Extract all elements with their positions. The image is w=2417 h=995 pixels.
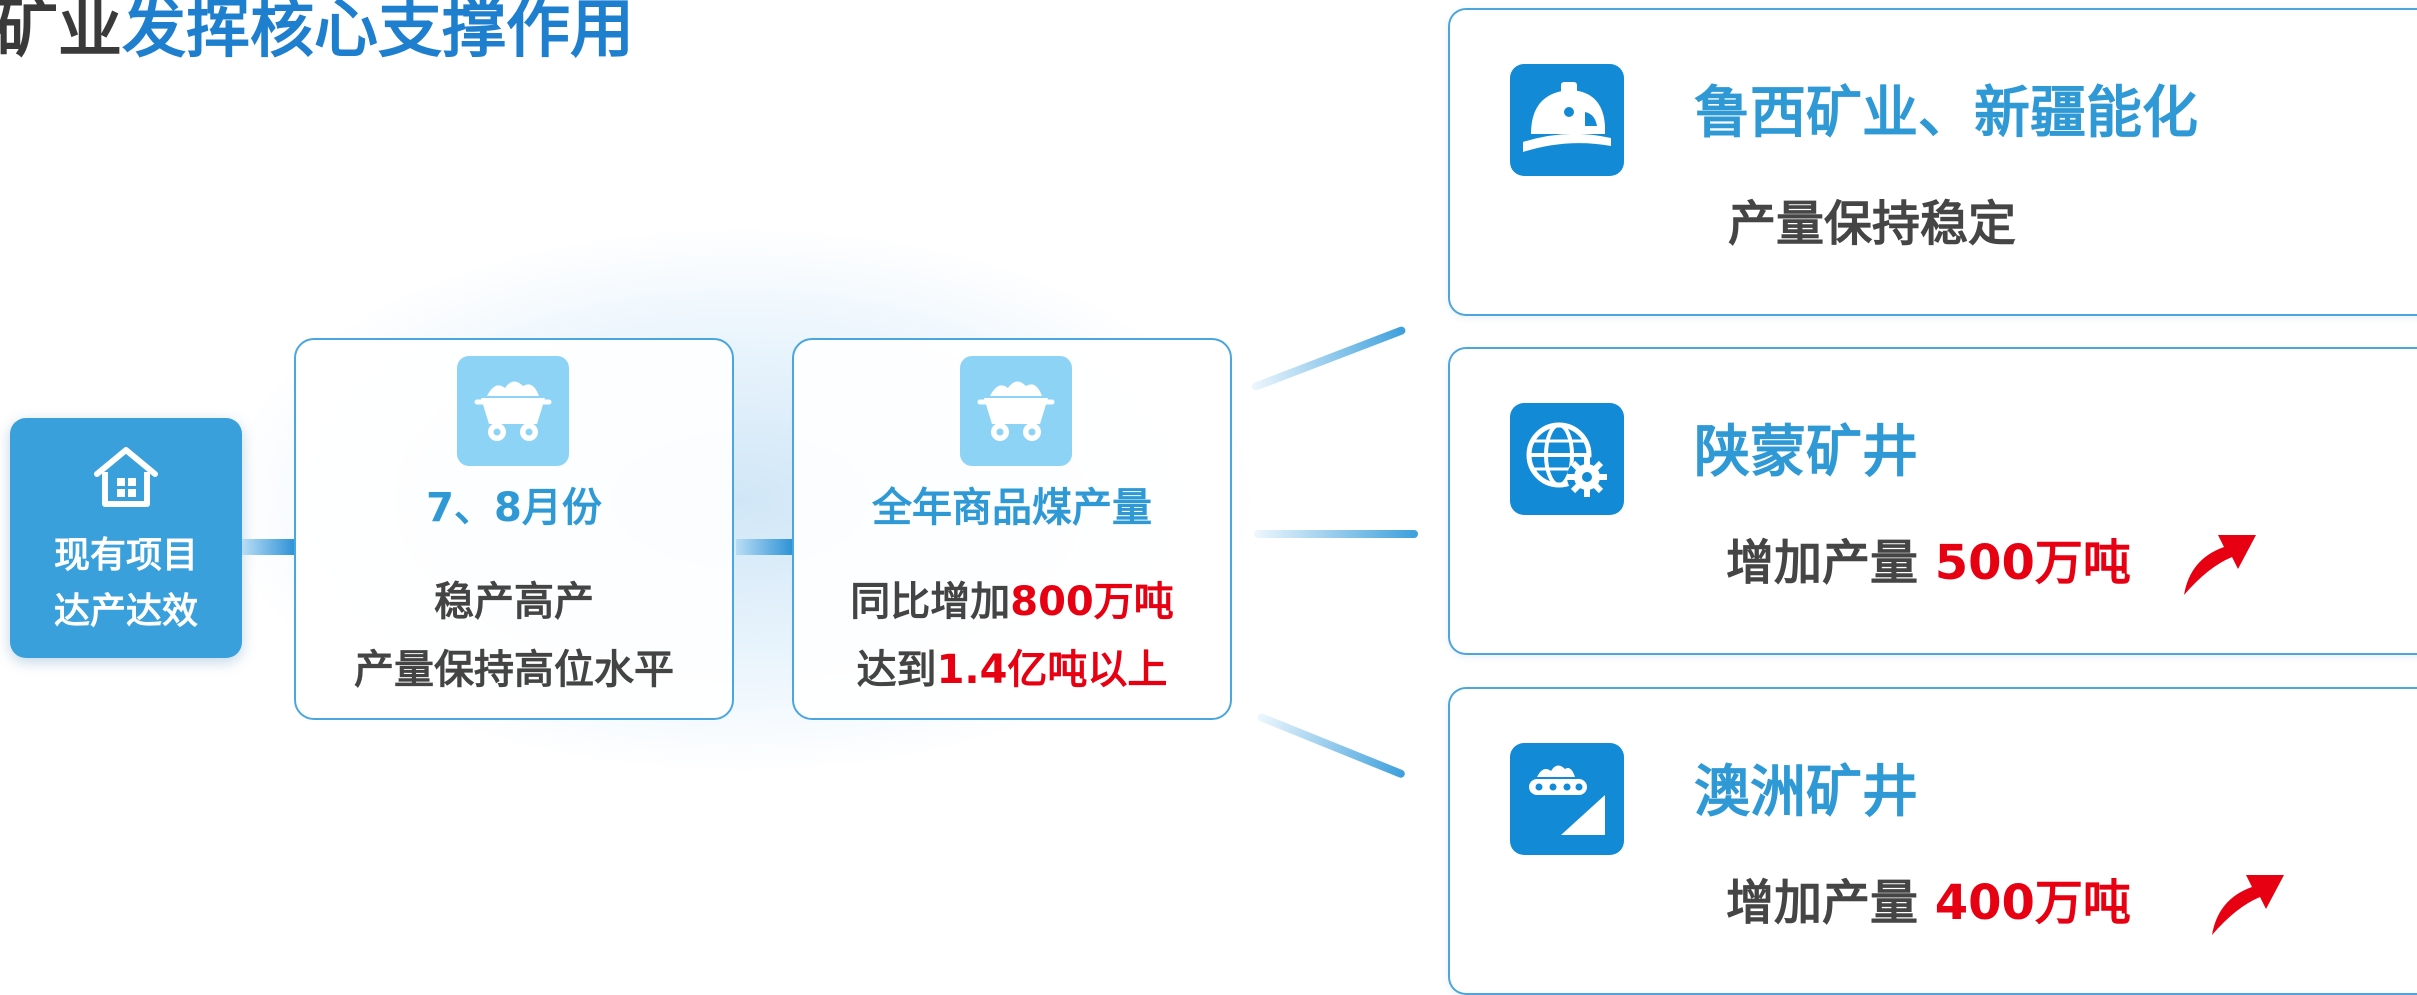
- panel-icon-tile: [1510, 403, 1624, 515]
- card-title: 7、8月份: [426, 485, 602, 531]
- panel-title: 澳洲矿井: [1694, 760, 1918, 825]
- panel-luxi-xinjiang: 鲁西矿业、新疆能化 产量保持稳定: [1448, 8, 2417, 316]
- card-icon-tile: [960, 356, 1072, 466]
- card-line-2: 产量保持高位水平: [354, 647, 674, 693]
- panel-detail: 增加产量 500万吨: [1726, 533, 2131, 593]
- page-title: 矿业发挥核心支撑作用: [0, 0, 634, 66]
- up-arrow-icon: [2184, 535, 2256, 595]
- ray-to-panel-2: [1254, 530, 1418, 538]
- panel-title: 陕蒙矿井: [1694, 420, 1918, 485]
- connector-card1-card2: [736, 539, 792, 555]
- conveyor-icon: [1529, 765, 1605, 835]
- panel-detail: 产量保持稳定: [1728, 196, 2017, 252]
- card-icon-tile: [457, 356, 569, 466]
- connector-start-card1: [242, 539, 294, 555]
- title-prefix: 矿业: [0, 0, 122, 67]
- card-annual-output: 全年商品煤产量 同比增加800万吨 达到1.4亿吨以上: [792, 338, 1232, 720]
- ray-to-panel-3: [1256, 712, 1406, 779]
- card-line-1-prefix: 同比增加: [850, 579, 1011, 625]
- panel-title: 鲁西矿业、新疆能化: [1694, 81, 2198, 146]
- up-arrow-icon: [2212, 875, 2284, 935]
- card-line-2-value: 1.4亿吨以上: [936, 647, 1168, 693]
- panel-shaanmeng: 陕蒙矿井 增加产量 500万吨: [1448, 347, 2417, 655]
- start-line1: 现有项目: [53, 535, 198, 576]
- start-node: 现有项目 达产达效: [10, 418, 242, 658]
- title-highlight: 发挥核心支撑作用: [122, 0, 634, 67]
- start-label: 现有项目 达产达效: [10, 528, 242, 640]
- panel-detail-prefix: 增加产量: [1726, 535, 1919, 591]
- panel-detail-value: 500万吨: [1934, 535, 2131, 591]
- panel-detail-value: 400万吨: [1934, 875, 2131, 931]
- card-line-1: 稳产高产: [434, 579, 594, 625]
- miner-helmet-icon: [1523, 82, 1611, 152]
- card-line-1: 同比增加800万吨: [794, 574, 1230, 630]
- mine-cart-icon: [474, 381, 552, 441]
- panel-icon-tile: [1510, 743, 1624, 855]
- panel-australia: 澳洲矿井 增加产量 400万吨: [1448, 687, 2417, 995]
- globe-gear-icon: [1526, 422, 1607, 497]
- home-icon: [94, 447, 158, 507]
- panel-detail: 增加产量 400万吨: [1726, 873, 2131, 933]
- card-line-2: 达到1.4亿吨以上: [794, 642, 1230, 698]
- card-line-2-prefix: 达到: [856, 647, 937, 693]
- ray-to-panel-1: [1250, 325, 1407, 392]
- panel-icon-tile: [1510, 64, 1624, 176]
- panel-detail-prefix: 增加产量: [1726, 875, 1919, 931]
- card-title: 全年商品煤产量: [872, 485, 1152, 531]
- card-line-1-value: 800万吨: [1010, 579, 1174, 625]
- mine-cart-icon: [977, 381, 1055, 441]
- start-line2: 达产达效: [53, 591, 198, 632]
- card-july-august: 7、8月份 稳产高产 产量保持高位水平: [294, 338, 734, 720]
